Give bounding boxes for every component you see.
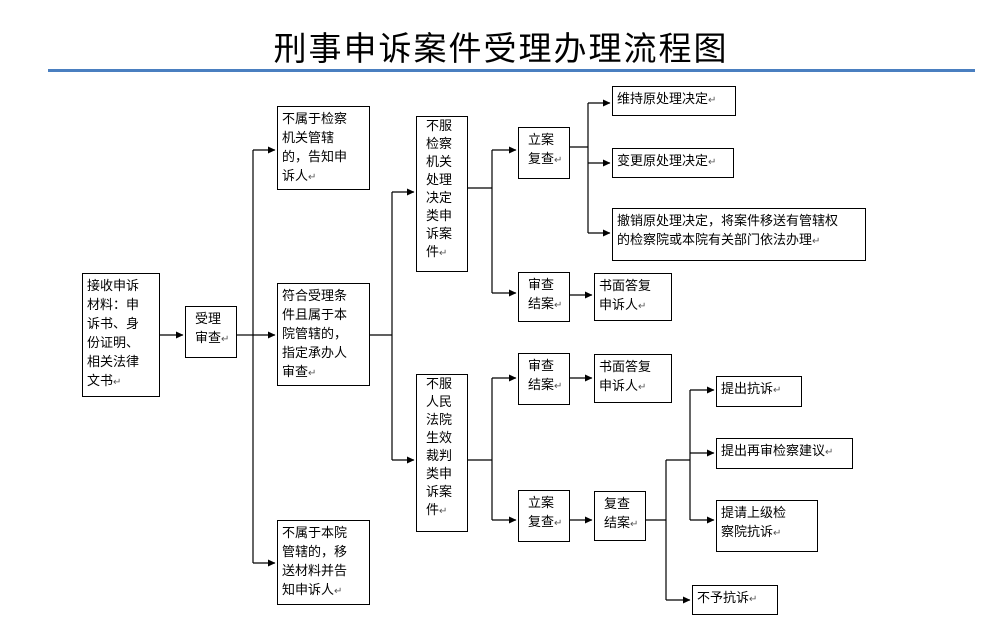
node-assign-handler: 符合受理条 件且属于本 院管辖的， 指定承办人 审查 bbox=[277, 283, 370, 386]
node-retrial-suggestion-label: 提出再审检察建议 bbox=[721, 444, 833, 459]
node-protest: 提出抗诉 bbox=[716, 376, 802, 407]
node-no-protest: 不予抗诉 bbox=[692, 585, 778, 615]
node-not-this-court-label: 不属于本院 管辖的，移 送材料并告 知申诉人 bbox=[282, 526, 347, 598]
node-maintain-decision: 维持原处理决定 bbox=[612, 86, 736, 116]
node-receive-materials-label: 接收申诉 材料：申 诉书、身 份证明、 相关法律 文书 bbox=[87, 279, 139, 389]
node-dispute-court-label: 不服 人民 法院 生效 裁判 类申 诉案 件 bbox=[426, 377, 452, 518]
node-dispute-procuratorate-label: 不服 检察 机关 处理 决定 类申 诉案 件 bbox=[426, 119, 452, 260]
node-close-review-top: 审查 结案 bbox=[518, 272, 570, 322]
node-file-review-bottom: 立案 复查 bbox=[518, 490, 570, 542]
node-request-superior-protest-label: 提请上级检 察院抗诉 bbox=[721, 506, 786, 540]
node-close-review-top-label: 审查 结案 bbox=[528, 278, 562, 312]
node-maintain-decision-label: 维持原处理决定 bbox=[617, 92, 716, 107]
node-not-this-court: 不属于本院 管辖的，移 送材料并告 知申诉人 bbox=[277, 520, 370, 605]
node-not-procuratorate-label: 不属于检察 机关管辖 的，告知申 诉人 bbox=[282, 112, 347, 184]
node-request-superior-protest: 提请上级检 察院抗诉 bbox=[716, 500, 818, 552]
node-retrial-suggestion: 提出再审检察建议 bbox=[716, 438, 853, 469]
node-dispute-court: 不服 人民 法院 生效 裁判 类申 诉案 件 bbox=[416, 374, 468, 532]
node-written-reply-bottom-label: 书面答复 申诉人 bbox=[599, 360, 651, 394]
node-change-decision-label: 变更原处理决定 bbox=[617, 154, 716, 169]
node-written-reply-top-label: 书面答复 申诉人 bbox=[599, 279, 651, 313]
node-close-recheck: 复查 结案 bbox=[594, 491, 646, 541]
node-file-review-top-label: 立案 复查 bbox=[528, 133, 562, 167]
node-not-procuratorate: 不属于检察 机关管辖 的，告知申 诉人 bbox=[277, 106, 370, 190]
node-receive-materials: 接收申诉 材料：申 诉书、身 份证明、 相关法律 文书 bbox=[82, 273, 160, 397]
title-divider bbox=[48, 69, 975, 72]
node-no-protest-label: 不予抗诉 bbox=[697, 591, 757, 606]
node-assign-handler-label: 符合受理条 件且属于本 院管辖的， 指定承办人 审查 bbox=[282, 289, 347, 380]
node-revoke-decision-label: 撤销原处理决定，将案件移送有管辖权 的检察院或本院有关部门依法办理 bbox=[617, 214, 838, 248]
node-file-review-bottom-label: 立案 复查 bbox=[528, 496, 562, 530]
node-accept-review-label: 受理 审查 bbox=[195, 312, 229, 346]
node-dispute-procuratorate: 不服 检察 机关 处理 决定 类申 诉案 件 bbox=[416, 116, 468, 272]
node-written-reply-top: 书面答复 申诉人 bbox=[594, 273, 672, 321]
node-revoke-decision: 撤销原处理决定，将案件移送有管辖权 的检察院或本院有关部门依法办理 bbox=[612, 208, 866, 261]
node-change-decision: 变更原处理决定 bbox=[612, 148, 734, 178]
node-protest-label: 提出抗诉 bbox=[721, 382, 781, 397]
node-written-reply-bottom: 书面答复 申诉人 bbox=[594, 354, 672, 403]
node-file-review-top: 立案 复查 bbox=[518, 127, 570, 179]
node-close-review-bottom-label: 审查 结案 bbox=[528, 359, 562, 393]
node-close-recheck-label: 复查 结案 bbox=[604, 497, 638, 531]
node-accept-review: 受理 审查 bbox=[185, 306, 237, 358]
node-close-review-bottom: 审查 结案 bbox=[518, 353, 570, 405]
page-title: 刑事申诉案件受理办理流程图 bbox=[273, 29, 729, 68]
